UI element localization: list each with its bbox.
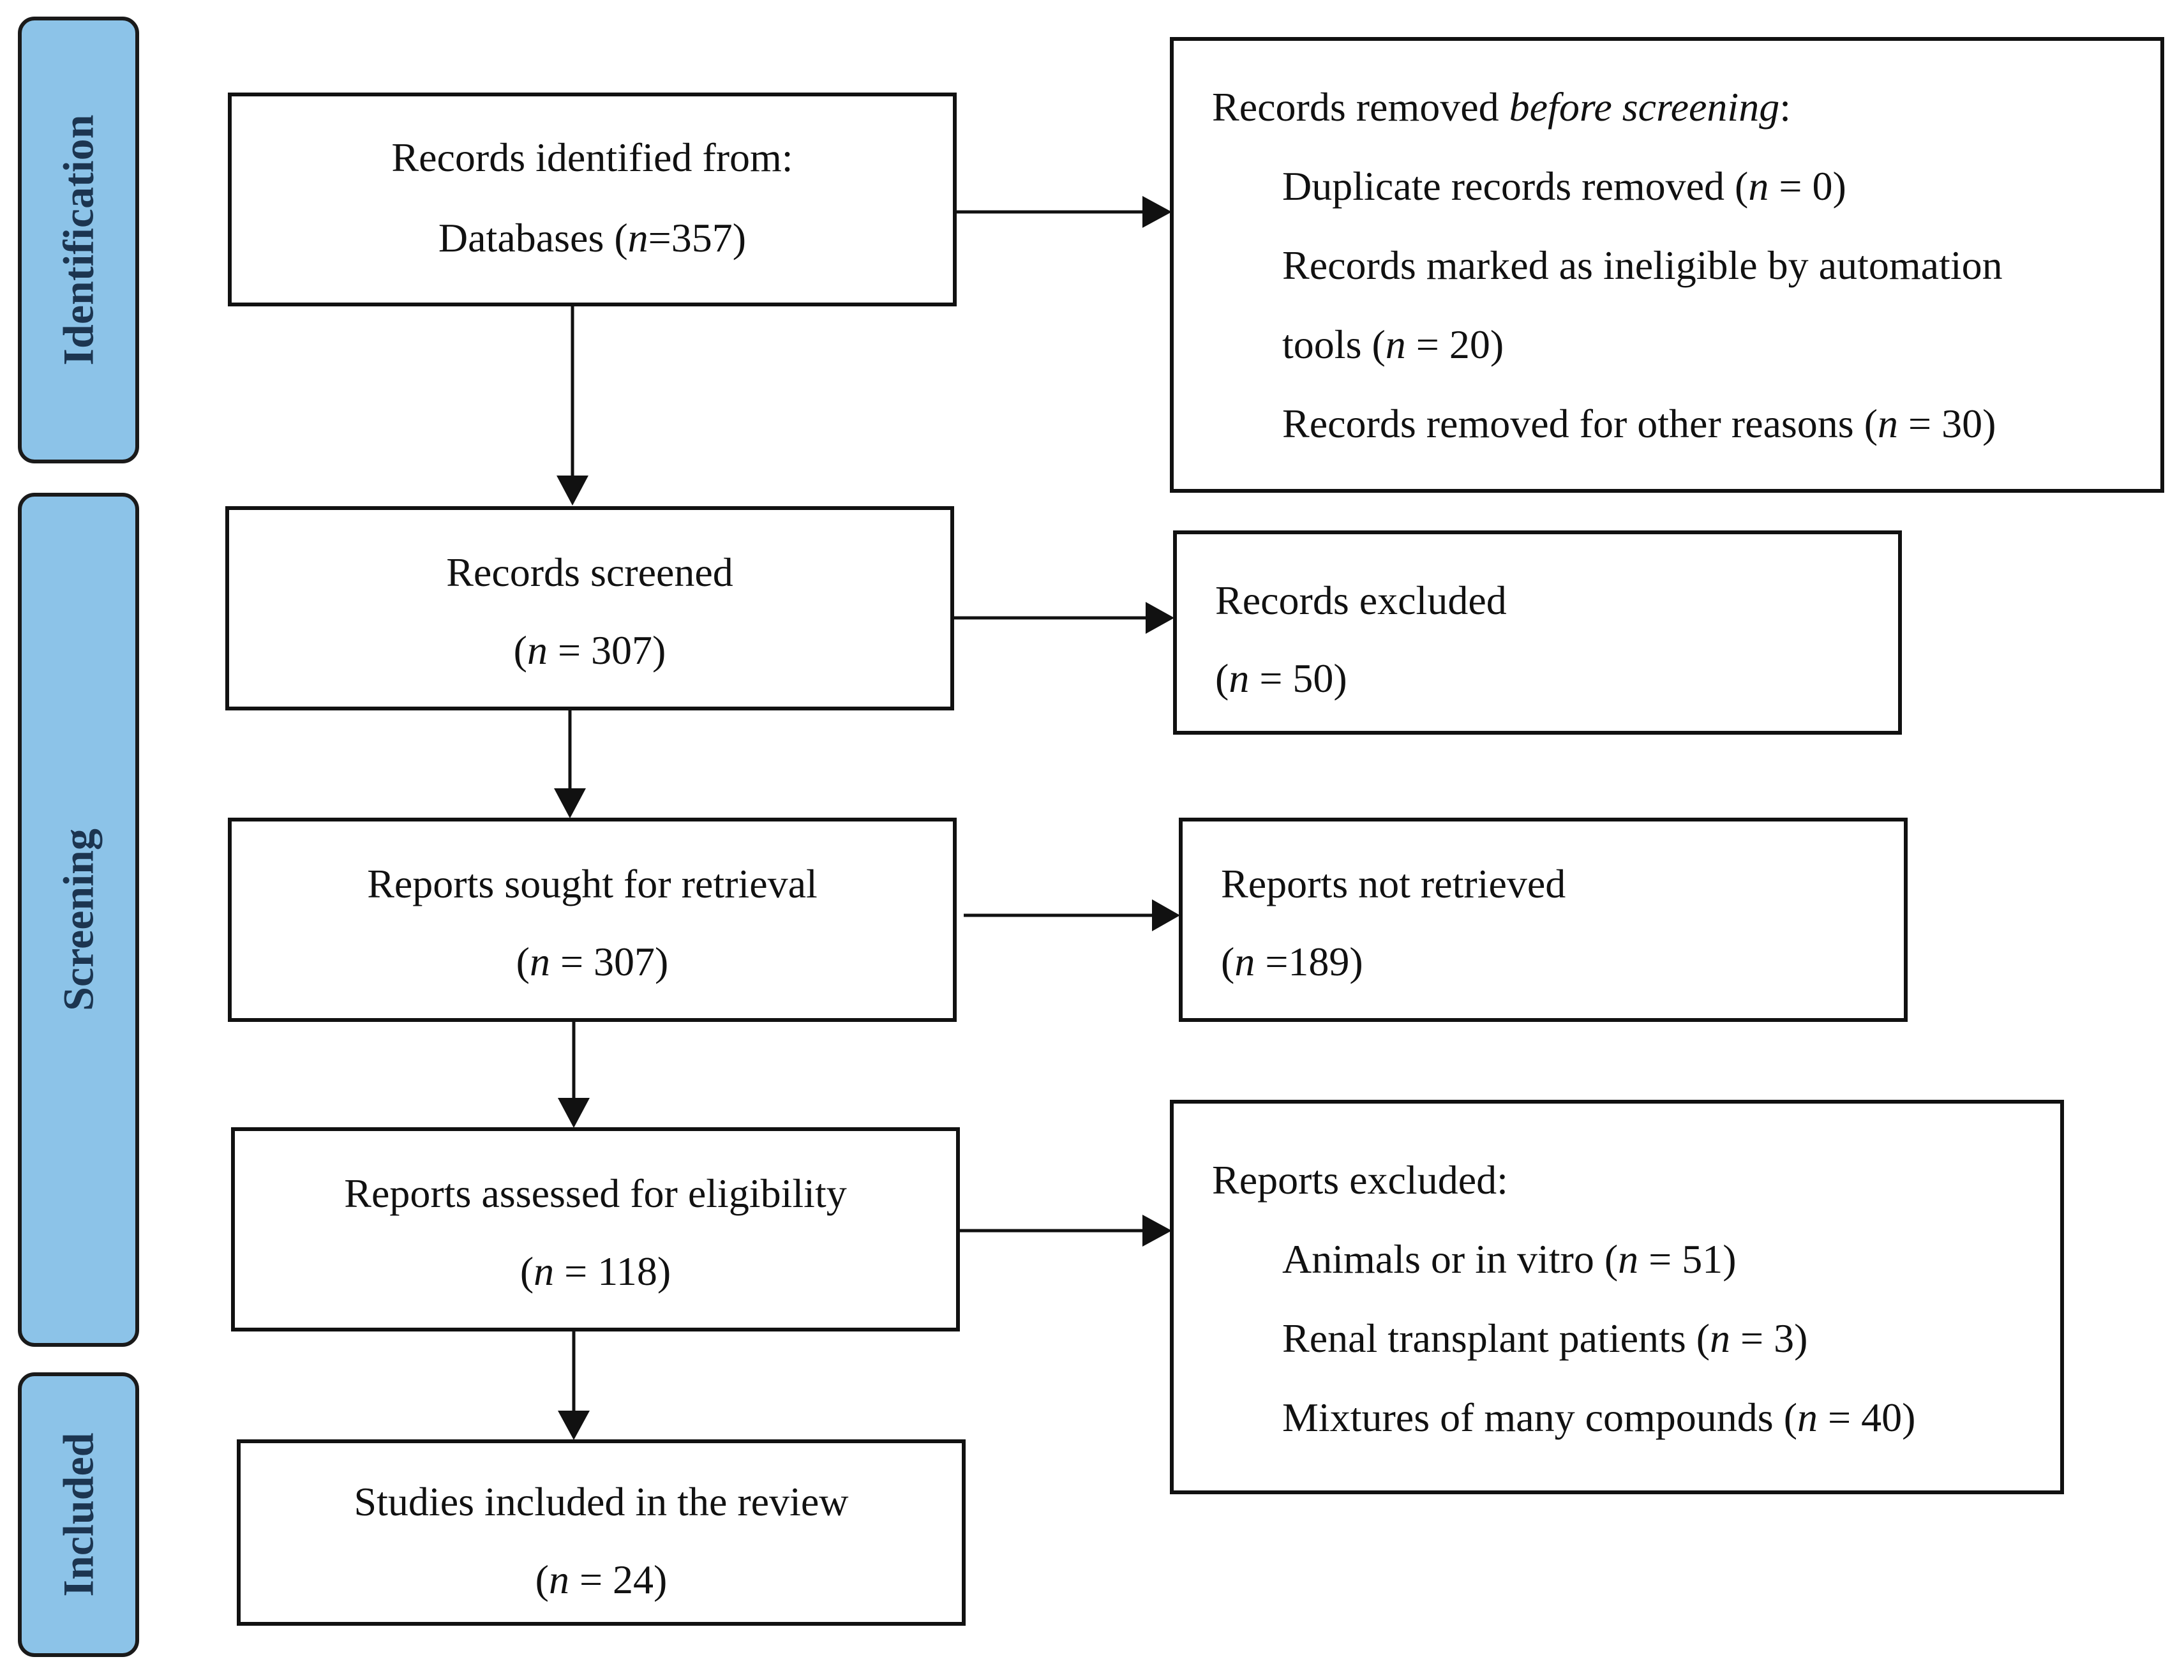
records-marked-ineligible: Records marked as ineligible by automati…	[1282, 243, 2003, 288]
arrowhead-screened-to-sought	[554, 788, 586, 818]
records-identified-title: Records identified from:	[391, 135, 793, 180]
records-removed-title: Records removed before screening:	[1212, 84, 1791, 130]
phase-identification: Identification	[18, 17, 139, 463]
arrowhead-assessed-to-reports-excluded	[1142, 1215, 1172, 1247]
arrowhead-screened-to-excluded	[1146, 602, 1174, 634]
records-screened-count: (n = 307)	[513, 627, 666, 673]
reports-sought-title: Reports sought for retrieval	[367, 861, 818, 906]
arrowhead-identified-to-removed	[1142, 196, 1172, 228]
arrowhead-identified-to-screened	[557, 476, 588, 506]
studies-included-count: (n = 24)	[535, 1557, 668, 1602]
arrowhead-sought-to-assessed	[558, 1098, 590, 1128]
reports-excluded-box: Reports excluded: Animals or in vitro (n…	[1170, 1100, 2064, 1494]
reports-excluded-title: Reports excluded:	[1212, 1157, 1508, 1203]
records-removed-other-reasons: Records removed for other reasons (n = 3…	[1282, 401, 1996, 446]
reports-not-retrieved-title: Reports not retrieved	[1221, 861, 1566, 906]
reports-not-retrieved-box: Reports not retrieved (n =189)	[1179, 818, 1908, 1022]
duplicate-records-removed: Duplicate records removed (n = 0)	[1282, 163, 1846, 209]
studies-included-box: Studies included in the review (n = 24)	[237, 1439, 966, 1626]
renal-transplant-patients: Renal transplant patients (n = 3)	[1282, 1316, 1808, 1361]
records-excluded-box: Records excluded (n = 50)	[1173, 530, 1902, 735]
reports-assessed-title: Reports assessed for eligibility	[344, 1171, 847, 1216]
reports-sought-count: (n = 307)	[516, 939, 669, 984]
automation-tools-count: tools (n = 20)	[1282, 322, 1504, 367]
mixtures-of-many-compounds: Mixtures of many compounds (n = 40)	[1282, 1395, 1916, 1440]
records-identified-count: Databases (n=357)	[438, 215, 747, 260]
studies-included-title: Studies included in the review	[354, 1479, 849, 1524]
arrowhead-assessed-to-included	[558, 1411, 590, 1440]
records-excluded-title: Records excluded	[1215, 578, 1507, 623]
arrowhead-sought-to-not-retrieved	[1152, 899, 1180, 931]
reports-sought-box: Reports sought for retrieval (n = 307)	[228, 818, 957, 1022]
records-removed-box: Records removed before screening: Duplic…	[1170, 37, 2164, 493]
records-screened-box: Records screened (n = 307)	[225, 506, 954, 710]
reports-assessed-count: (n = 118)	[520, 1249, 671, 1294]
phase-screening: Screening	[18, 493, 139, 1347]
phase-included: Included	[18, 1372, 139, 1657]
records-excluded-count: (n = 50)	[1215, 656, 1347, 701]
reports-assessed-box: Reports assessed for eligibility (n = 11…	[231, 1127, 960, 1331]
animals-or-in-vitro: Animals or in vitro (n = 51)	[1282, 1236, 1737, 1282]
records-identified-box: Records identified from: Databases (n=35…	[228, 93, 957, 306]
reports-not-retrieved-count: (n =189)	[1221, 939, 1363, 984]
records-screened-title: Records screened	[446, 550, 733, 595]
